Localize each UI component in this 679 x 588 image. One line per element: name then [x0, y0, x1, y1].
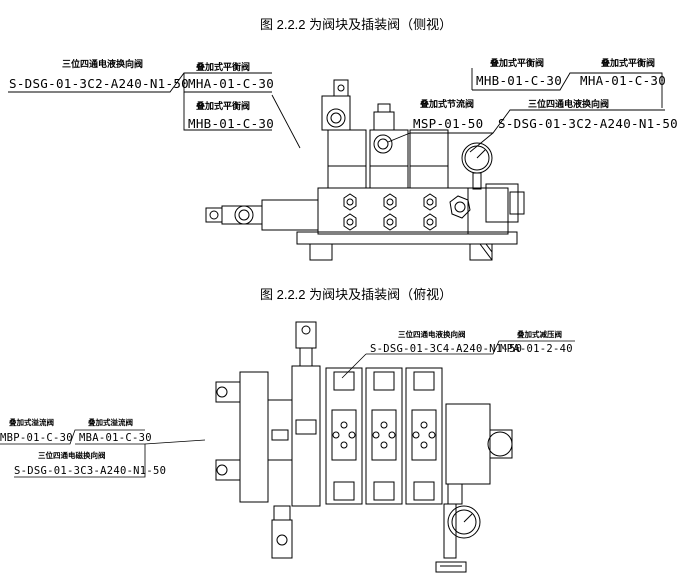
side-base-foot-right: [469, 243, 493, 261]
top-central-body: [291, 365, 321, 507]
top-view-caption: 图 2.2.2 为阀块及插装阀（俯视）: [260, 287, 453, 302]
top-label-2-code: MBP-01-C-30: [0, 432, 73, 444]
top-leader-e: [144, 439, 206, 445]
side-view-drawing: [205, 79, 525, 261]
side-label-6-cn: 三位四通电液换向阀: [528, 100, 610, 110]
side-handwheel: [449, 195, 471, 219]
top-bottom-handle: [435, 561, 467, 573]
side-view-caption: 图 2.2.2 为阀块及插装阀（侧视）: [260, 17, 453, 32]
top-label-1-code: MPA-01-2-40: [500, 343, 573, 355]
top-label-0-code: S-DSG-01-3C4-A240-N1-50: [370, 343, 523, 355]
top-label-0-cn: 三位四通电液换向阀: [398, 330, 466, 339]
top-leader-c: [0, 429, 145, 445]
top-valve-stack-2: [365, 367, 403, 505]
side-label-0-cn: 三位四通电液换向阀: [62, 60, 144, 70]
top-left-block: [239, 371, 269, 503]
top-label-3-cn: 叠加式溢流阀: [88, 418, 133, 427]
side-port-hex-group: [343, 193, 437, 231]
top-pressure-gauge: [447, 505, 481, 539]
side-left-knob: [234, 205, 254, 225]
side-label-6-code: S-DSG-01-3C2-A240-N1-50: [498, 116, 678, 131]
side-label-4-code: MHB-01-C-30: [476, 73, 563, 88]
side-label-1-code: MHA-01-C-30: [188, 76, 275, 91]
side-knob-1: [326, 108, 346, 128]
top-valve-stack-3: [405, 367, 443, 505]
leader-line-e: [410, 109, 665, 134]
side-leader-lines: [8, 68, 665, 153]
top-leader-lines: [0, 340, 575, 478]
top-leader-a: [366, 340, 575, 355]
side-label-1-cn: 叠加式平衡阀: [196, 63, 251, 73]
side-label-2-code: MHB-01-C-30: [188, 116, 275, 131]
top-label-3-code: MBA-01-C-30: [79, 432, 152, 444]
leader-line-i: [469, 132, 494, 153]
top-right-plug: [487, 431, 513, 457]
leader-line-a: [8, 72, 272, 93]
side-label-0-code: S-DSG-01-3C2-A240-N1-50: [9, 76, 189, 91]
leader-line-f: [472, 72, 663, 108]
top-leader-b: [341, 353, 367, 379]
side-valve-stack-3: [409, 129, 449, 189]
top-label-1-cn: 叠加式减压阀: [517, 330, 562, 339]
side-solenoid-cap-1: [333, 79, 349, 97]
side-label-4-cn: 叠加式平衡阀: [490, 59, 545, 69]
side-label-5-code: MHA-01-C-30: [580, 73, 667, 88]
side-base-foot-left: [309, 243, 333, 261]
top-label-4-code: S-DSG-01-3C3-A240-N1-50: [14, 465, 167, 477]
top-right-manifold: [445, 403, 491, 485]
leader-line-c: [183, 92, 272, 131]
side-solenoid-2: [373, 111, 395, 131]
side-label-2-cn: 叠加式平衡阀: [196, 102, 251, 112]
leader-line-b: [183, 73, 272, 93]
top-label-2-cn: 叠加式溢流阀: [9, 418, 54, 427]
side-valve-stack-1: [327, 129, 367, 189]
leader-line-d: [271, 94, 301, 149]
top-bottom-fitting: [273, 505, 291, 521]
side-label-5-cn: 叠加式平衡阀: [601, 59, 656, 69]
side-label-3-code: MSP-01-50: [413, 116, 484, 131]
side-base-plate: [296, 231, 518, 245]
side-label-3-cn: 叠加式节流阀: [420, 100, 475, 110]
top-view-drawing: [215, 321, 513, 573]
top-valve-stack-1: [325, 367, 363, 505]
top-leader-d: [14, 443, 146, 478]
side-right-flange: [467, 187, 509, 235]
side-knob-2: [373, 134, 393, 154]
side-left-actuator: [261, 199, 319, 231]
top-label-4-cn: 三位四通电磁换向阀: [38, 451, 106, 460]
side-main-block: [317, 187, 469, 235]
